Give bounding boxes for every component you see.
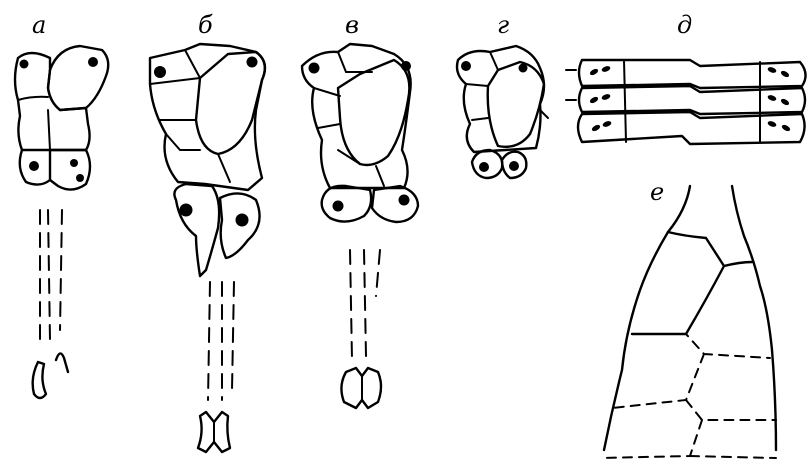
cell-upper-1 (632, 232, 724, 334)
cell-row-1 (579, 60, 806, 88)
nucleus (29, 161, 39, 171)
nucleus (767, 120, 777, 128)
cell-wall (466, 84, 488, 86)
dashed-guide (48, 210, 50, 340)
nucleus (591, 124, 601, 133)
small-stoma (33, 362, 46, 398)
dashed-guide (60, 210, 62, 330)
cell-wall (166, 134, 200, 150)
nucleus (88, 57, 98, 67)
nucleus (70, 159, 78, 167)
cell-wall (185, 50, 200, 78)
cell-wall (218, 154, 230, 182)
cell-wall (48, 110, 50, 150)
guard-cell-left (174, 184, 219, 276)
nucleus (767, 94, 777, 102)
nucleus (602, 120, 612, 128)
panel-label-e: е (650, 178, 664, 206)
stem-left (604, 186, 690, 450)
panel-g: г (457, 11, 548, 178)
stippled-cell (338, 60, 409, 165)
nucleus (589, 96, 599, 105)
stippled-cell (48, 46, 108, 110)
guard-cell-right (50, 150, 90, 190)
dashed-cell-wall (690, 456, 776, 458)
panel-label-b: б (198, 11, 213, 39)
nucleus (333, 201, 344, 212)
cell-row-3 (578, 112, 805, 144)
stippled-cell (488, 62, 544, 147)
dashed-guide (364, 250, 366, 356)
panel-label-g: г (497, 11, 509, 39)
cell-wall (490, 52, 498, 70)
nucleus (401, 61, 411, 71)
nucleus (20, 60, 29, 69)
panel-b: б (150, 11, 265, 452)
panel-d: д (566, 11, 806, 144)
panel-e: е (600, 178, 776, 458)
panel-v: в (302, 11, 418, 408)
cell-outline (150, 44, 265, 190)
nucleus (601, 93, 611, 101)
nucleus (479, 162, 489, 172)
nucleus (76, 174, 84, 182)
nucleus (780, 70, 790, 79)
cell-wall (338, 52, 372, 72)
nucleus (519, 64, 528, 73)
small-stoma-fragment (56, 353, 68, 372)
cell-wall (18, 97, 48, 100)
nucleus (780, 98, 790, 107)
nucleus (309, 63, 320, 74)
dashed-guide (208, 282, 210, 400)
nucleus (601, 65, 611, 73)
dashed-guide (376, 250, 380, 296)
guard-cell-left (322, 186, 371, 222)
panel-a: а (15, 11, 108, 398)
nucleus (180, 204, 193, 217)
cell-wall (624, 60, 626, 142)
nucleus (589, 68, 599, 77)
cell-upper-2 (724, 262, 752, 266)
dashed-cell-wall (632, 334, 770, 358)
nucleus (767, 66, 777, 74)
dashed-guide (232, 282, 234, 390)
panel-label-v: в (345, 11, 359, 39)
nucleus (509, 161, 519, 171)
nucleus (247, 57, 258, 68)
panel-label-a: а (32, 11, 46, 39)
cell-wall (150, 78, 200, 84)
dashed-guide (350, 250, 352, 360)
nucleus (399, 195, 410, 206)
cell-outline (457, 46, 544, 152)
cell-wall (376, 166, 384, 186)
nucleus (236, 214, 249, 227)
cell-wall (472, 118, 488, 120)
stem-right (732, 186, 776, 450)
cell-wall (314, 88, 340, 96)
nucleus (781, 124, 791, 133)
dashed-cell-wall (686, 400, 776, 420)
nucleus (461, 61, 471, 71)
guard-cell-right (372, 186, 418, 222)
nucleus (154, 66, 166, 78)
dashed-cell-wall (612, 354, 704, 408)
cell-wall (318, 124, 340, 128)
dashed-cell-wall (600, 420, 702, 458)
panel-label-d: д (677, 11, 692, 39)
